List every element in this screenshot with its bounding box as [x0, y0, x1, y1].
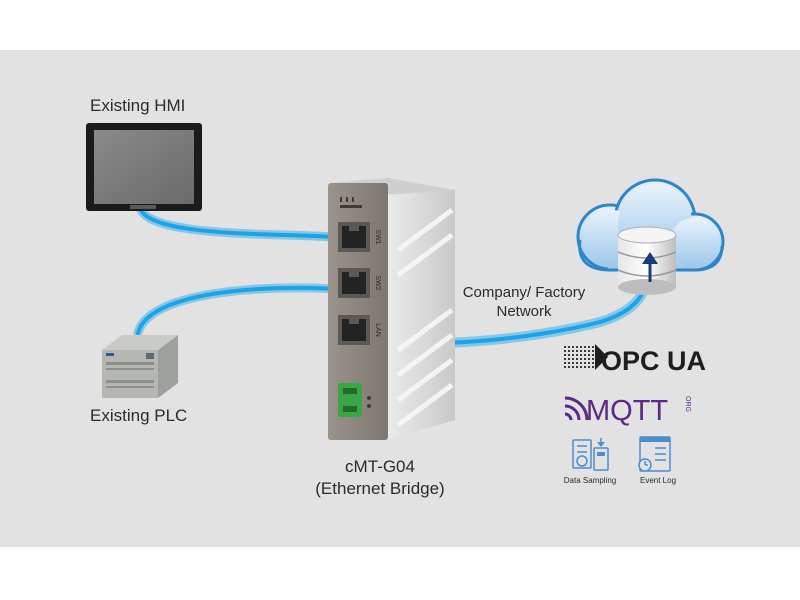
- device-label: cMT-G04 (Ethernet Bridge): [305, 456, 455, 500]
- hmi-cable: [135, 203, 350, 243]
- power-terminal: [338, 383, 371, 417]
- mqtt-logo-text: MQTT: [586, 395, 668, 427]
- port-label-sw1: SW1: [374, 229, 381, 244]
- event-log-label: Event Log: [639, 476, 677, 485]
- hmi-label: Existing HMI: [90, 96, 186, 115]
- diagram-canvas: SW1 SW2 LAN: [0, 50, 800, 547]
- mqtt-logo-suffix: ORG: [684, 396, 691, 412]
- data-sampling-icon: [572, 438, 609, 471]
- plc-icon: [102, 335, 178, 398]
- port-sw2: [338, 268, 370, 298]
- plc-cable: [133, 283, 350, 338]
- gateway-device-icon: SW1 SW2 LAN: [328, 178, 455, 440]
- plc-label: Existing PLC: [90, 406, 188, 425]
- port-lan: [338, 315, 370, 345]
- port-label-sw2: SW2: [374, 275, 381, 290]
- diagram-graphics: SW1 SW2 LAN: [86, 123, 725, 472]
- port-label-lan: LAN: [374, 323, 381, 337]
- device-name: cMT-G04: [345, 457, 415, 476]
- port-sw1: [338, 222, 370, 252]
- data-sampling-label: Data Sampling: [563, 476, 617, 485]
- network-label: Company/ Factory Network: [440, 283, 608, 321]
- network-label-line1: Company/ Factory: [462, 284, 586, 301]
- device-role: (Ethernet Bridge): [315, 479, 445, 498]
- network-label-line2: Network: [496, 303, 552, 320]
- opcua-logo: OPC UA: [563, 344, 706, 376]
- opcua-logo-text: OPC UA: [601, 346, 706, 376]
- event-log-icon: [638, 436, 671, 472]
- mqtt-logo: MQTT ORG: [564, 395, 691, 427]
- upload-arrow-icon: [642, 252, 658, 282]
- hmi-panel-icon: [86, 123, 202, 211]
